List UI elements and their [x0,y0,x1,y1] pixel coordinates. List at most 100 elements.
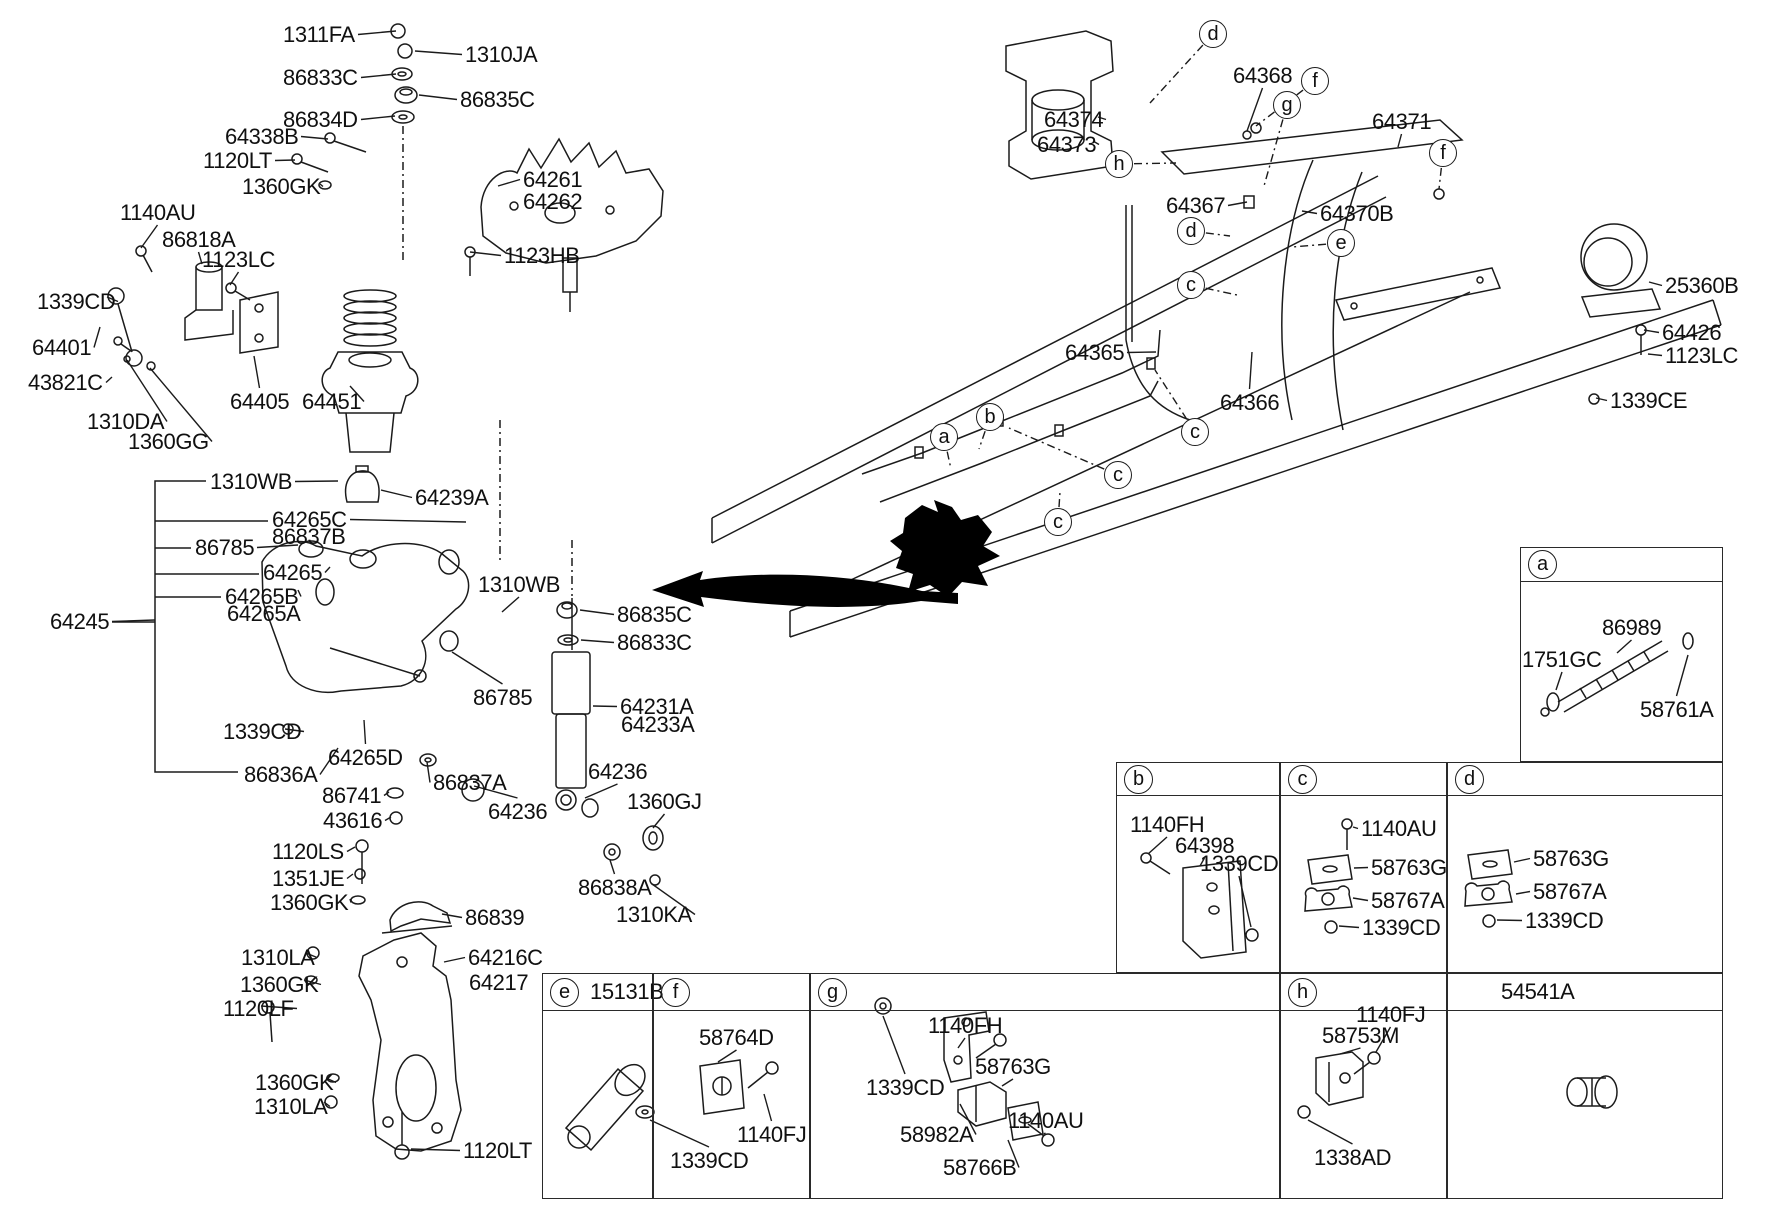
part-label: 1120LT [203,148,272,173]
box-letter-g: g [818,977,847,1007]
part-label: 43616 [323,808,383,833]
callout-c: c [1104,461,1132,489]
part-label: 64265C [272,507,347,532]
detail-box-h: h [1280,973,1447,1199]
part-label: 1339CD [223,719,302,744]
detail-box-d: d [1447,762,1723,973]
part-label: 1339CD [1362,915,1441,940]
part-label: 1360GK [240,972,319,997]
part-label: 64366 [1220,390,1280,415]
detail-box-header: 54541A [1448,974,1722,1011]
part-label: 1120LS [272,839,344,864]
part-label: 1140AU [1361,816,1437,841]
part-label: 58764D [699,1025,774,1050]
part-label: 1310DA [87,409,165,434]
detail-box-a: a [1520,547,1723,762]
part-label: 1123LC [202,247,276,272]
part-label: 64338B [225,124,299,149]
part-label: 1360GK [255,1070,334,1095]
part-label: 1339CD [37,289,116,314]
box-letter-f: f [661,977,690,1007]
part-label: 86835C [460,87,535,112]
part-label: 58753M [1322,1023,1400,1048]
part-label: 58761A [1640,697,1714,722]
part-label: 1140FH [1130,812,1205,837]
part-label: 1339CE [1610,388,1688,413]
callout-d: d [1199,20,1227,48]
part-label: 58763G [1533,846,1609,871]
part-label: 64365 [1065,340,1125,365]
part-label: 1140FH [928,1013,1003,1038]
detail-box-header: g [811,974,1279,1011]
box-letter-h: h [1288,977,1317,1007]
part-label: 1310WB [210,469,292,494]
part-label: 58763G [1371,855,1447,880]
part-label: 58767A [1371,888,1445,913]
part-label: 86838A [578,875,652,900]
part-label: 1751GC [1522,647,1602,672]
detail-box-header: a [1521,548,1722,582]
box-header-label: 54541A [1501,979,1575,1004]
part-label: 64374 [1044,107,1104,132]
part-label: 86837B [272,524,346,549]
part-label: 1360GG [128,429,209,454]
part-label: 58766B [943,1155,1017,1180]
detail-box-g: g [810,973,1280,1199]
box-letter-a: a [1528,550,1557,579]
part-label: 86989 [1602,615,1662,640]
detail-box-header: c [1281,763,1446,796]
part-label: 64367 [1166,193,1226,218]
part-label: 1310LA [241,945,315,970]
part-label: 25360B [1665,273,1739,298]
box-letter-c: c [1288,764,1317,794]
detail-box-header: b [1117,763,1279,796]
callout-g: g [1273,91,1301,119]
part-label: 1310LA [254,1094,328,1119]
part-label: 86833C [283,65,358,90]
detail-box-header: h [1281,974,1446,1011]
part-label: 86785 [195,535,255,560]
part-label: 64245 [50,609,110,634]
part-label: 86741 [322,783,382,808]
part-label: 64265A [227,601,301,626]
callout-d: d [1177,217,1205,245]
part-label: 1123LC [1665,343,1739,368]
part-label: 1339CD [1200,851,1279,876]
part-label: 86785 [473,685,533,710]
part-label: 1140AU [120,200,196,225]
callout-a: a [930,423,958,451]
part-label: 64216C [468,945,543,970]
part-label: 1310WB [478,572,560,597]
part-label: 64239A [415,485,489,510]
part-label: 86836A [244,762,318,787]
part-label: 1311FA [283,22,355,47]
part-label: 64265 [263,560,323,585]
part-label: 64451 [302,389,362,414]
detail-box-header: f [654,974,809,1011]
part-label: 58982A [900,1122,974,1147]
detail-box-b: b [1116,762,1280,973]
part-label: 64368 [1233,63,1293,88]
part-label: 1140FJ [737,1122,807,1147]
callout-c: c [1044,508,1072,536]
part-label: 64231A [620,694,694,719]
part-label: 64265B [225,584,299,609]
part-label: 64265D [328,745,403,770]
part-label: 1360GK [242,174,321,199]
part-label: 1120LT [463,1138,532,1163]
part-label: 64262 [523,189,583,214]
detail-box-j: 54541A [1447,973,1723,1199]
callout-c: c [1181,418,1209,446]
part-label: 86839 [465,905,525,930]
part-label: 1360GJ [627,789,702,814]
part-label: 64217 [469,970,529,995]
part-label: 1339CD [866,1075,945,1100]
part-label: 86818A [162,227,236,252]
part-label: 86835C [617,602,692,627]
callout-f: f [1429,139,1457,167]
callout-f: f [1301,67,1329,95]
part-label: 1140AU [1008,1108,1084,1133]
part-label: 1310KA [616,902,692,927]
